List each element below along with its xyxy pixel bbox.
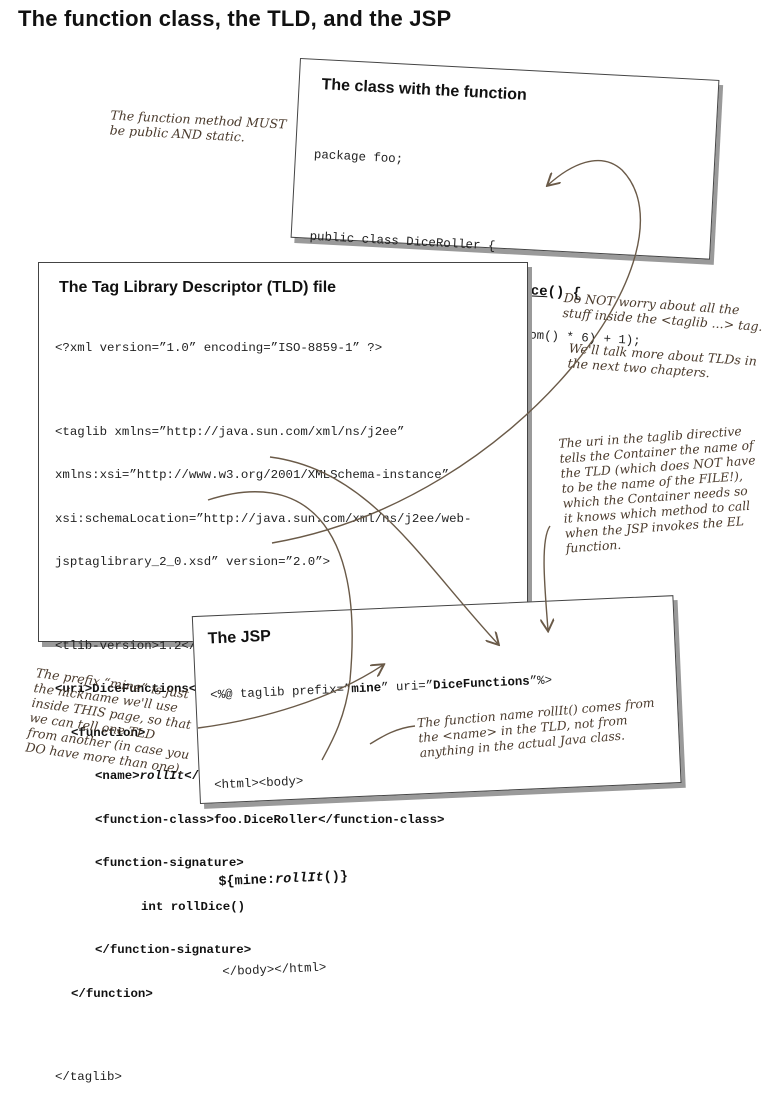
tld-card-heading: The Tag Library Descriptor (TLD) file — [59, 279, 337, 296]
jsp-el-fn: rollIt — [274, 870, 325, 888]
tld-uri: <uri>DiceFunctions</uri> — [55, 682, 234, 696]
tld-taglib-4: jsptaglibrary_2_0.xsd” version=”2.0”> — [55, 555, 331, 569]
jsp-el-open: ${mine: — [218, 872, 276, 891]
arrow-function-note-to-el — [369, 725, 416, 745]
arrow-uri-to-jsp — [269, 456, 498, 644]
tld-name-open: <name> — [95, 769, 140, 783]
arrows-layer — [197, 159, 642, 761]
tld-name-value: rollIt — [139, 769, 185, 783]
tld-xml-decl: <?xml version=”1.0” encoding=”ISO-8859-1… — [55, 341, 383, 355]
arrow-signature-to-rolldice — [271, 159, 642, 544]
tld-taglib-1: <taglib xmlns=”http://java.sun.com/xml/n… — [55, 424, 405, 439]
tld-function-class: <function-class>foo.DiceRoller</function… — [95, 812, 445, 827]
tld-function-open: <function> — [71, 725, 146, 740]
page-title: The function class, the TLD, and the JSP — [18, 6, 452, 31]
tld-taglib-close: </taglib> — [55, 1070, 122, 1084]
arrow-name-to-el — [207, 491, 353, 761]
tld-taglib-2: xmlns:xsi=”http://www.w3.org/2001/XMLSch… — [55, 468, 450, 482]
arrow-prefix-to-mine — [197, 665, 383, 729]
arrow-uri-note-to-jsp — [544, 525, 550, 630]
jsp-body-close: </body></html> — [222, 960, 327, 979]
jsp-el-close: ()} — [323, 869, 349, 886]
jsp-el-expression: ${mine:rollIt()} — [218, 860, 560, 891]
